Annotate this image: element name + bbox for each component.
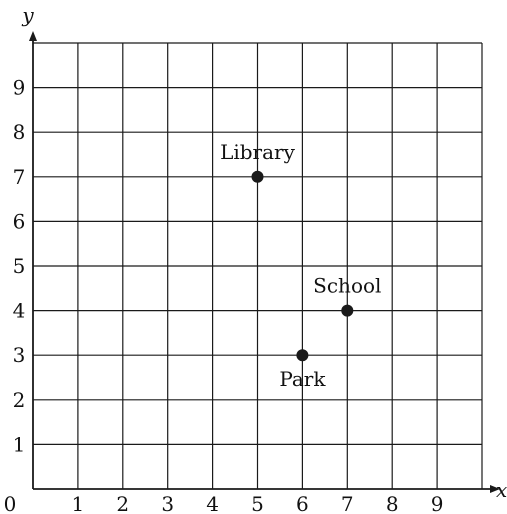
- y-tick-label: 9: [13, 76, 26, 100]
- x-tick-label: 7: [341, 492, 354, 514]
- y-tick-label: 2: [13, 388, 26, 412]
- y-tick-label: 4: [13, 299, 26, 323]
- y-tick-label: 5: [13, 254, 26, 278]
- axes: [29, 31, 500, 493]
- y-axis-arrow: [29, 31, 37, 41]
- x-tick-label: 9: [431, 492, 444, 514]
- y-tick-label: 8: [13, 120, 26, 144]
- data-point: [251, 170, 264, 183]
- y-tick-label: 7: [13, 165, 26, 189]
- x-tick-label: 2: [116, 492, 129, 514]
- x-tick-label: 1: [72, 492, 85, 514]
- x-tick-label: 3: [161, 492, 174, 514]
- y-axis-label: y: [21, 3, 34, 27]
- data-point-label: Library: [220, 140, 296, 164]
- data-point-label: Park: [279, 367, 326, 391]
- grid-lines: [33, 42, 483, 489]
- data-point: [296, 349, 309, 362]
- x-axis-arrow: [490, 485, 500, 493]
- tick-labels: x y 0 1 2 3 4 5 6 7 8 9 1 2 3 4 5 6 7 8 9: [4, 3, 507, 514]
- x-axis-label: x: [496, 478, 507, 502]
- y-tick-label: 1: [13, 432, 26, 456]
- y-tick-label: 3: [13, 343, 26, 367]
- origin-label: 0: [4, 492, 17, 514]
- x-tick-label: 4: [206, 492, 219, 514]
- data-point: [341, 304, 354, 317]
- x-tick-label: 6: [296, 492, 309, 514]
- x-tick-label: 5: [251, 492, 264, 514]
- x-tick-label: 8: [386, 492, 399, 514]
- data-point-label: School: [313, 274, 381, 298]
- y-tick-label: 6: [13, 209, 26, 233]
